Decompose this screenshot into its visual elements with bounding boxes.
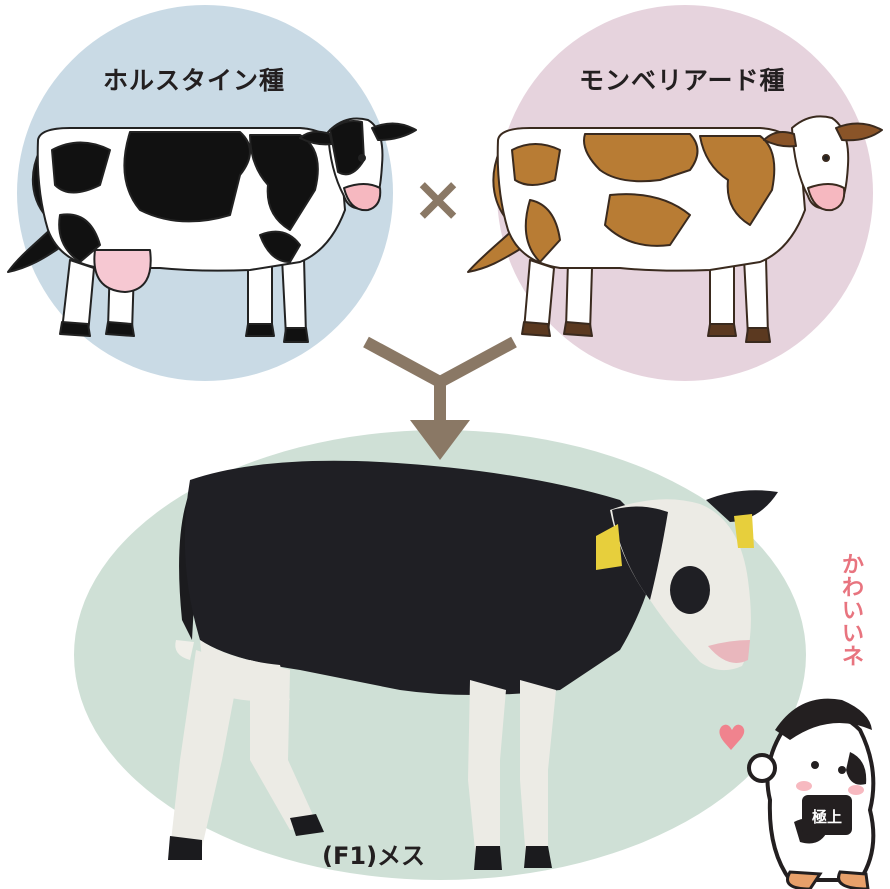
montbeliarde-cow	[467, 115, 883, 343]
offspring-label: (F1)メス	[322, 842, 426, 870]
holstein-cow	[7, 117, 417, 343]
montbeliarde-label: モンベリアード種	[579, 66, 786, 95]
mascot-badge-text: 極上	[811, 808, 842, 826]
mascot: 極上	[719, 698, 876, 889]
left-arrow-branch	[363, 336, 443, 388]
heart-icon	[719, 724, 745, 750]
mascot-speech-text: かわいいネ	[841, 553, 864, 670]
right-arrow-branch	[437, 336, 517, 388]
arrow-stem	[434, 378, 446, 422]
arrow-head-icon	[410, 420, 470, 460]
cross-symbol: ×	[412, 162, 464, 235]
holstein-label: ホルスタイン種	[103, 66, 286, 95]
calf	[168, 460, 778, 870]
